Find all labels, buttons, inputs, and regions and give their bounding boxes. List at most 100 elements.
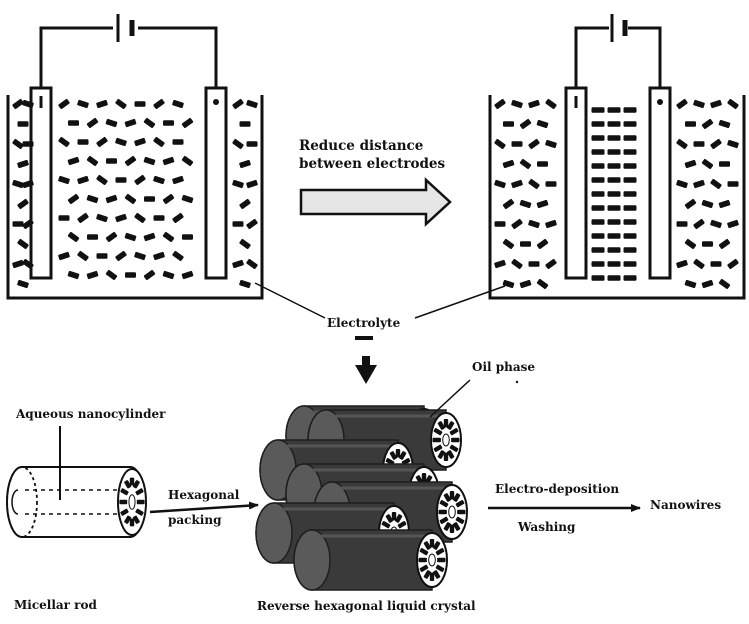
micelle-dash [727, 181, 739, 187]
micelle-dash [502, 279, 515, 289]
micelle-dash [545, 258, 557, 270]
micelle-dash [17, 238, 29, 250]
micelle-dash [693, 141, 705, 147]
micelle-dash [502, 238, 515, 250]
battery-symbol-icon [610, 14, 628, 42]
micelle-dash [494, 179, 506, 189]
micelle-dash [536, 238, 549, 250]
micelle-dash [623, 149, 637, 155]
micelle-dash [17, 279, 29, 289]
micelle-dash [115, 98, 127, 110]
micelle-dash [134, 212, 146, 224]
micelle-dash [162, 193, 175, 205]
micelle-dash [623, 135, 637, 141]
micelle-dash [591, 247, 605, 253]
micelle-dash [58, 215, 70, 221]
micelle-dash [607, 191, 621, 197]
micelle-dash [591, 163, 605, 169]
micelle-dash [727, 98, 739, 110]
micelle-dash [693, 218, 705, 230]
micelle-dash [718, 238, 731, 250]
micelle-dash [182, 234, 193, 240]
micelle-dash [143, 269, 156, 281]
micelle-dash [17, 198, 29, 210]
micelle-dash [607, 121, 621, 127]
micelle-dash [239, 159, 251, 169]
hexagonal-label: Hexagonal [168, 488, 240, 502]
micelle-dash [246, 218, 258, 230]
micelle-dash [232, 179, 244, 189]
oil-phase-pointer [429, 379, 471, 418]
right-electrochemical-cell [488, 14, 746, 300]
micelle-dash [676, 98, 688, 110]
micelle-dash [181, 270, 194, 280]
micelle-dash [96, 174, 108, 186]
micelle-dash [105, 231, 118, 243]
reverse-hexagonal-liquid-crystal [255, 405, 468, 591]
micelle-dash [246, 141, 258, 147]
micelle-dash [545, 181, 557, 187]
micelle-dash [502, 159, 515, 169]
micelle-dash [684, 159, 697, 169]
micelle-dash [67, 193, 80, 205]
aqueous-nanocylinder-label: Aqueous nanocylinder [16, 407, 166, 421]
micelle-dash [67, 270, 80, 280]
micelle-dash [77, 139, 89, 145]
micelle-dash [232, 98, 244, 110]
micelle-dash [143, 117, 156, 129]
micelle-dash [528, 219, 540, 229]
micelle-dash [68, 120, 79, 126]
oil-phase-dot [515, 380, 519, 384]
micelle-dash [511, 99, 523, 109]
hexagonal-packing-arrow [149, 501, 259, 514]
micelle-dash [124, 232, 137, 242]
micelle-dash [511, 141, 523, 147]
micelle-dash [162, 270, 175, 280]
micelle-dash [607, 135, 621, 141]
micelle-dash [607, 261, 621, 267]
micelle-dash [153, 136, 165, 148]
electrolyte-bar-mark [355, 336, 373, 340]
micelle-dash [134, 101, 146, 107]
micelle-dash [232, 221, 244, 227]
micelle-dash [22, 141, 34, 147]
micelle-dash [494, 259, 506, 269]
micelle-dash [77, 212, 89, 224]
micelle-dash [623, 233, 637, 239]
micelle-dash [545, 98, 557, 110]
micelle-dash [591, 275, 605, 281]
micelle-dash [106, 158, 117, 164]
micelle-dash [528, 138, 540, 150]
micelle-dash [105, 269, 118, 281]
right-beaker [488, 95, 746, 300]
micelle-dash [494, 98, 506, 110]
micelle-dash [12, 138, 24, 150]
micelle-dash [519, 199, 532, 209]
micelle-dash [77, 175, 89, 185]
left-micelle-field [12, 98, 258, 289]
micelle-dash [693, 99, 705, 109]
micelle-dash [172, 250, 184, 262]
micelle-dash [105, 194, 118, 204]
micelle-dash [239, 121, 251, 127]
micelle-dash [22, 99, 34, 109]
micelle-dash [67, 156, 80, 166]
micelle-dash [591, 177, 605, 183]
micelle-dash [710, 261, 722, 267]
micelle-dash [172, 212, 184, 224]
micelle-dash [124, 193, 137, 205]
micelle-dash [607, 219, 621, 225]
right-electrode-anode [648, 86, 672, 280]
micelle-dash [511, 258, 523, 270]
micelle-dash [163, 120, 174, 126]
micelle-dash [172, 99, 184, 109]
washing-label: Washing [518, 520, 576, 534]
micelle-dash [528, 261, 540, 267]
micelle-dash [96, 136, 108, 148]
micelle-dash [591, 191, 605, 197]
micelle-dash [502, 198, 515, 210]
micelle-dash [607, 233, 621, 239]
micelle-dash [239, 238, 251, 250]
micelle-dash [710, 178, 722, 190]
micelle-dash [676, 259, 688, 269]
